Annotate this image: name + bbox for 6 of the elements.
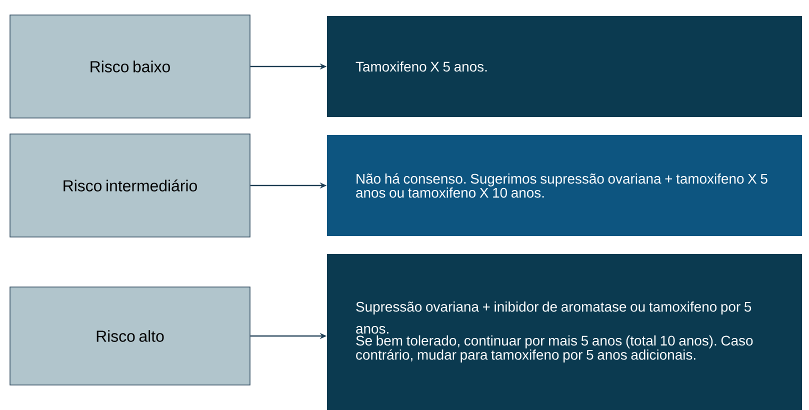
- risk-box: Risco baixo: [10, 14, 250, 118]
- risk-box: Risco alto: [10, 286, 250, 386]
- recommendation-box: Tamoxifeno X 5 anos.: [327, 16, 802, 117]
- risk-box: Risco intermediário: [10, 134, 250, 238]
- recommendation-box: Não há consenso. Sugerimos supressão ovariana + tamoxifeno X 5 anos ou tamoxifeno X 10 anos.: [327, 135, 802, 236]
- recommendation-box: Supressão ovariana + inibidor de aromatase ou tamoxifeno por 5 anos. Se bem tolerado, continuar por mais 5 anos (total 10 anos). Caso contrário, mudar para tamoxifeno por 5 anos adicionais.: [327, 254, 802, 410]
